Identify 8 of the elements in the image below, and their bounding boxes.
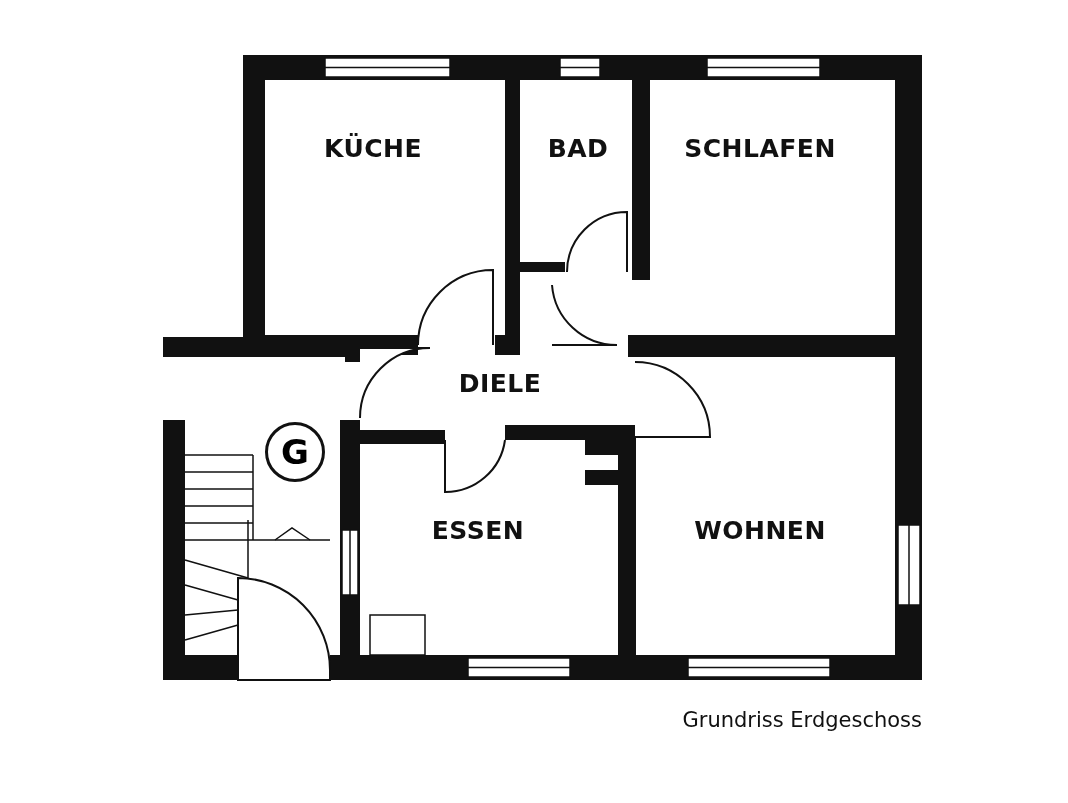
circle-sign: G — [265, 422, 325, 482]
room-name: SCHLAFEN — [684, 133, 836, 163]
room-name: DIELE — [458, 368, 542, 398]
room-name: BAD — [547, 133, 609, 163]
caption: Grundriss Erdgeschoss — [682, 708, 922, 732]
room-name: WOHNEN — [694, 515, 826, 545]
room-name: KÜCHE — [323, 133, 423, 163]
room-name: ESSEN — [431, 515, 525, 545]
